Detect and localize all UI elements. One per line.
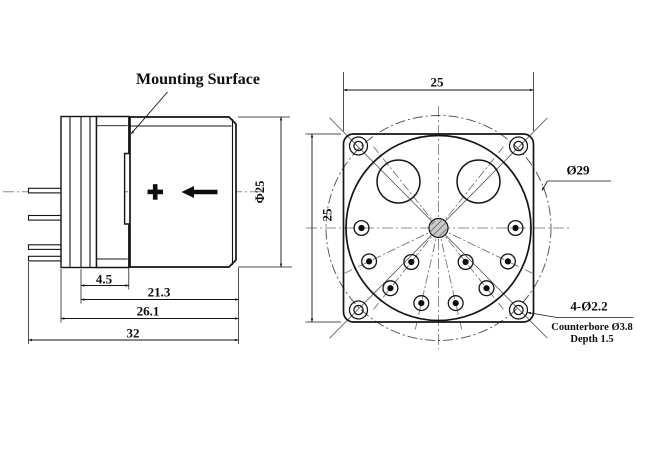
mounting-plate <box>342 133 535 323</box>
counterbore-depth-label: Depth 1.5 <box>570 333 614 345</box>
outer-diameter-label: Ø29 <box>566 162 590 178</box>
counterbore-label: Counterbore Ø3.8 <box>551 321 633 333</box>
front-view <box>305 72 634 349</box>
connector-base <box>60 115 98 269</box>
dim-plate-width: 25 <box>430 74 444 90</box>
connector-pins <box>27 187 62 262</box>
center-hole <box>428 217 449 239</box>
side-view <box>3 91 292 344</box>
mounting-surface-label: Mounting Surface <box>136 71 260 88</box>
mount-holes-leader <box>527 311 558 318</box>
dim-overall-length: 32 <box>126 325 140 341</box>
side-view-dimension-lines <box>28 116 283 342</box>
mounting-flange <box>95 115 130 269</box>
direction-arrow-icon <box>181 186 218 198</box>
body-circle <box>345 134 532 322</box>
axis-cross-icon <box>147 184 163 200</box>
pin-radial-centerlines <box>344 146 533 330</box>
connector-pin-holes <box>353 219 524 312</box>
outer-diameter-leader <box>541 180 548 191</box>
mounting-surface-leader <box>130 91 168 135</box>
dim-body-diameter: Φ25 <box>252 180 267 204</box>
corner-mount-holes <box>348 136 529 320</box>
large-top-holes <box>376 159 501 204</box>
mount-holes-label: 4-Ø2.2 <box>570 298 608 314</box>
outer-diameter-circle <box>325 115 552 341</box>
front-view-dimension-lines <box>310 88 534 323</box>
dim-base-to-end: 26.1 <box>136 303 160 319</box>
dim-mount-face-to-end: 21.3 <box>147 284 171 300</box>
dim-flange-thickness: 4.5 <box>95 271 113 287</box>
dim-plate-height: 25 <box>319 208 335 222</box>
